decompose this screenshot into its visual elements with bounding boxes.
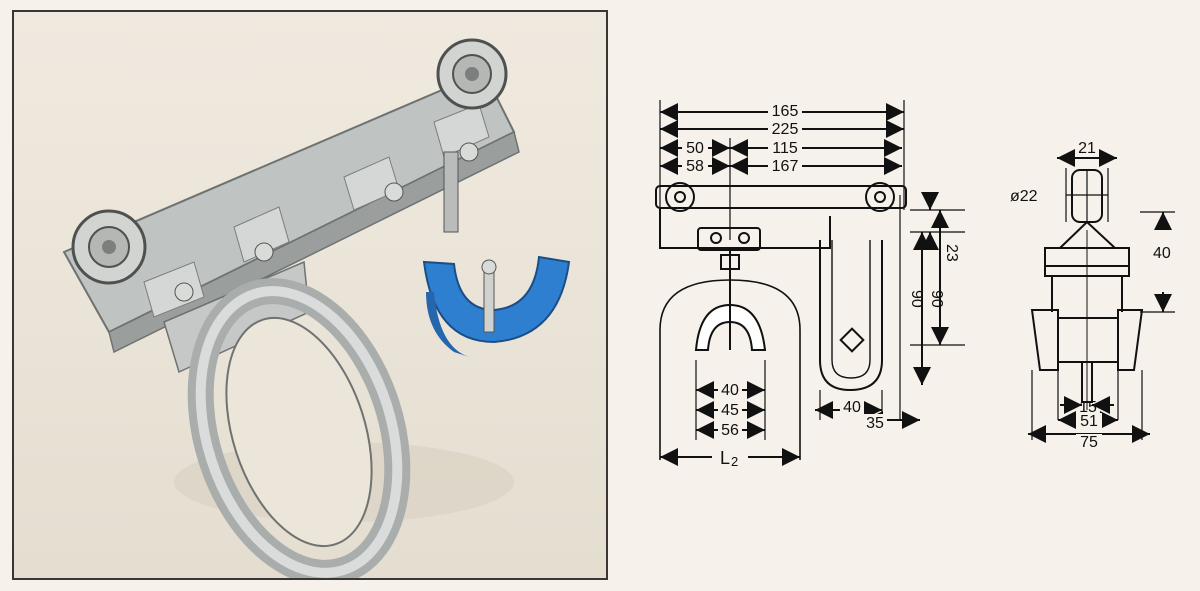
dim-jaw-56: 56 [721, 422, 739, 439]
dim-165: 165 [772, 103, 799, 120]
side-view [815, 192, 965, 429]
dim-75: 75 [1080, 434, 1098, 451]
roller-wheel-left [71, 209, 147, 285]
dim-l2-sub: 2 [731, 454, 738, 469]
product-photo [12, 10, 608, 580]
dim-end-40: 40 [1153, 245, 1171, 262]
dim-51: 51 [1080, 413, 1098, 430]
trolley-bracket [62, 70, 520, 354]
dim-side-35: 35 [866, 415, 884, 432]
dim-90-b: 90 [928, 290, 945, 308]
dim-side-40: 40 [843, 399, 861, 416]
dim-21: 21 [1078, 140, 1096, 157]
towing-loop [187, 278, 411, 578]
dim-225: 225 [772, 121, 799, 138]
end-view [1028, 149, 1175, 443]
dim-l2-main: L [720, 448, 730, 468]
roller-wheel-right [436, 38, 508, 110]
dim-90-a: 90 [908, 290, 925, 308]
end-view-labels: 21 ø22 40 15 51 75 [1010, 140, 1171, 451]
side-view-labels: 23 90 90 40 35 [840, 244, 960, 432]
dim-50: 50 [686, 140, 704, 157]
technical-drawing: 165 225 50 115 58 167 40 45 56 L 2 [620, 0, 1200, 591]
front-view [655, 100, 907, 466]
front-view-labels: 165 225 50 115 58 167 40 45 56 L 2 [682, 101, 802, 469]
dim-jaw-40: 40 [721, 382, 739, 399]
dim-58: 58 [686, 158, 704, 175]
dim-jaw-45: 45 [721, 402, 739, 419]
dim-115: 115 [772, 140, 798, 157]
dim-23: 23 [943, 244, 960, 262]
dim-15: 15 [1079, 399, 1097, 416]
cable-clamp [422, 151, 571, 357]
dim-diameter-22: ø22 [1010, 188, 1038, 205]
dim-167: 167 [772, 158, 799, 175]
